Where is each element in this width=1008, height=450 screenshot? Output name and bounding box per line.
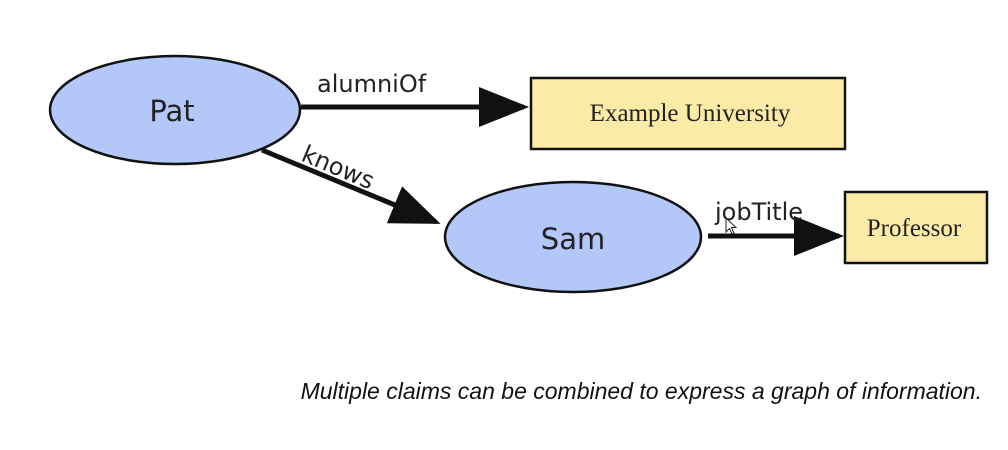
node-example-university-label: Example University: [590, 100, 791, 127]
node-professor: Professor: [843, 190, 989, 265]
edge-knows-label: knows: [298, 140, 379, 195]
caption: Multiple claims can be combined to expre…: [300, 378, 982, 404]
node-pat: Pat: [48, 54, 302, 166]
node-pat-label: Pat: [149, 94, 194, 128]
edge-alumni-of: alumniOf: [301, 70, 529, 127]
node-sam-label: Sam: [541, 222, 605, 256]
edge-knows: knows: [261, 140, 441, 225]
node-example-university: Example University: [529, 76, 847, 151]
node-sam-shape: [443, 180, 703, 294]
edge-alumni-of-label: alumniOf: [317, 70, 427, 98]
node-professor-label: Professor: [867, 215, 962, 242]
node-professor-shape: [843, 190, 989, 265]
node-sam: Sam: [443, 180, 703, 294]
node-pat-shape: [48, 54, 302, 166]
node-example-university-shape: [529, 76, 847, 151]
mouse-cursor-icon: [725, 216, 738, 235]
edge-knows-arrow: [261, 147, 441, 225]
